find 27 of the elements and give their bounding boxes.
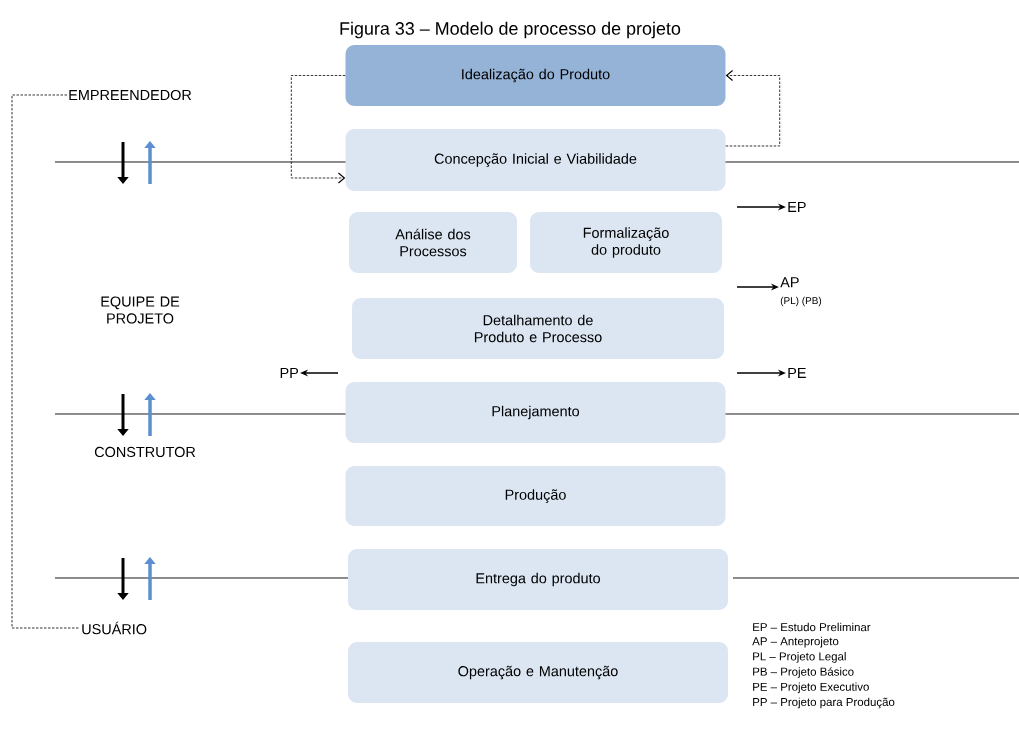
process-box: Idealização do Produto	[345, 45, 726, 106]
process-box: Produção	[345, 466, 726, 526]
process-box: Detalhamento de Produto e Processo	[352, 298, 724, 359]
dashed-arrow	[290, 75, 346, 184]
dashed-line	[11, 94, 81, 629]
abbreviation-note: PE – Projeto Executivo	[753, 682, 869, 694]
process-box: Entrega do produto	[348, 549, 728, 610]
abbreviation-note: PB – Projeto Básico	[753, 667, 854, 678]
process-box: Formalização do produto	[530, 212, 722, 273]
group-label: EQUIPE DE PROJETO	[101, 296, 180, 324]
abbreviation-note: PL – Projeto Legal	[753, 652, 846, 663]
role-label: USUÁRIO	[82, 621, 147, 635]
role-label: AP (PL) (PB)	[780, 277, 822, 307]
role-label: PP	[280, 368, 299, 378]
process-box: Análise dos Processos	[349, 212, 517, 273]
group-label: CONSTRUTOR	[94, 446, 196, 458]
abbreviation-note: AP – Anteprojeto	[752, 636, 839, 648]
dashed-arrow	[725, 69, 781, 147]
process-box: Planejamento	[345, 382, 726, 443]
role-label: EP	[788, 202, 806, 212]
process-box: Operação e Manutenção	[348, 642, 728, 703]
figure-title: Figura 33 – Modelo de processo de projeto	[340, 21, 681, 39]
role-label: PE	[788, 368, 806, 378]
role-label: EMPREENDEDOR	[69, 89, 192, 101]
abbreviation-note: EP – Estudo Preliminar	[753, 622, 871, 632]
abbreviation-note: PP – Projeto para Produção	[753, 697, 895, 709]
process-box: Concepção Inicial e Viabilidade	[345, 129, 726, 191]
